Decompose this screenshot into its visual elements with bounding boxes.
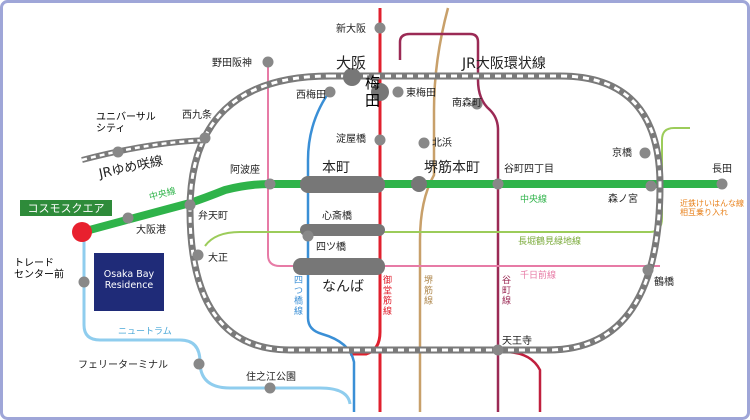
station-marker-umeda bbox=[371, 83, 389, 101]
station-nodahanshin: 野田阪神 bbox=[212, 56, 252, 69]
sennichimae-line bbox=[267, 60, 660, 267]
station-osaka: 大阪 bbox=[336, 54, 366, 72]
station-suminoe: 住之江公園 bbox=[246, 370, 296, 383]
station-marker-taisho bbox=[192, 249, 204, 261]
station-bentencho: 弁天町 bbox=[198, 209, 228, 222]
line-label-midosuji: 御堂筋線 bbox=[383, 274, 392, 317]
station-marker-nagata bbox=[716, 178, 728, 190]
station-marker-tsuruhashi bbox=[642, 264, 654, 276]
station-higashiumeda: 東梅田 bbox=[406, 86, 436, 99]
station-namba: なんば bbox=[322, 279, 364, 295]
line-label-sennichimae: 千日前線 bbox=[520, 269, 556, 281]
yumesaki-line-dash bbox=[81, 138, 209, 162]
osaka-loop-line-dash bbox=[188, 74, 662, 352]
station-marker-minamimorimachi bbox=[471, 98, 483, 110]
line-label-loop: JR大阪環状線 bbox=[461, 56, 546, 72]
station-ferry: フェリーターミナル bbox=[78, 359, 168, 371]
station-marker-yodoyabashi bbox=[374, 134, 386, 146]
station-marker-higashiumeda bbox=[392, 86, 404, 98]
station-shinosaka: 新大阪 bbox=[336, 22, 366, 35]
station-marker-nodahanshin bbox=[262, 56, 274, 68]
station-marker-tanimachi4 bbox=[492, 178, 504, 190]
line-label-keihanna: 近鉄けいはんな線相互乗り入れ bbox=[680, 198, 744, 217]
station-tsuruhashi: 鶴橋 bbox=[654, 275, 674, 288]
station-marker-honmachi bbox=[300, 176, 385, 193]
station-marker-nishikujo bbox=[199, 132, 211, 144]
station-marker-tennoji bbox=[492, 344, 504, 356]
station-awaza: 阿波座 bbox=[230, 163, 260, 176]
tanimachi-line bbox=[398, 32, 500, 412]
station-marker-universal-city bbox=[112, 146, 124, 158]
station-kitahama: 北浜 bbox=[432, 137, 452, 149]
station-marker-shinosaka bbox=[374, 22, 386, 34]
station-yodoyabashi: 淀屋橋 bbox=[336, 132, 366, 145]
station-yotsubashi: 四ツ橋 bbox=[316, 240, 346, 253]
station-nagata: 長田 bbox=[712, 163, 732, 175]
line-label-newtram: ニュートラム bbox=[118, 326, 172, 337]
station-cosmosquare: コスモスクエア bbox=[28, 202, 105, 215]
station-marker-shinsaibashi bbox=[300, 224, 385, 236]
building-box bbox=[94, 253, 164, 311]
station-marker-suminoe bbox=[264, 382, 276, 394]
station-marker-trade-center bbox=[78, 276, 90, 288]
station-marker-osakako bbox=[122, 212, 134, 224]
station-taisho: 大正 bbox=[208, 251, 228, 264]
station-umeda: 梅田 bbox=[365, 74, 380, 109]
station-kyobashi: 京橋 bbox=[612, 146, 632, 159]
station-universal-city: ユニバーサルシティ bbox=[96, 111, 156, 135]
station-marker-cosmosquare bbox=[72, 222, 92, 242]
station-nishiumeda: 西梅田 bbox=[296, 88, 326, 101]
station-sakaisuji-honmachi: 堺筋本町 bbox=[424, 159, 480, 176]
station-marker-kyobashi bbox=[639, 147, 651, 159]
station-nishikujo: 西九条 bbox=[182, 108, 212, 121]
station-marker-sakaisuji-honmachi bbox=[411, 176, 427, 192]
station-morinomiya: 森ノ宮 bbox=[608, 192, 638, 205]
line-label-nagahori: 長堀鶴見緑地線 bbox=[518, 235, 581, 247]
station-markers bbox=[72, 22, 728, 394]
sakaisuji-line bbox=[418, 7, 450, 412]
station-minamimorimachi: 南森町 bbox=[452, 96, 482, 109]
station-marker-yotsubashi bbox=[302, 230, 314, 242]
chuo-line bbox=[80, 180, 722, 236]
station-marker-bentencho bbox=[184, 199, 196, 211]
station-marker-osaka bbox=[343, 68, 361, 86]
line-label-sakaisuji: 堺筋線 bbox=[424, 274, 433, 307]
cosmosquare-label-bg bbox=[20, 200, 112, 216]
station-trade-center: トレードセンター前 bbox=[14, 258, 64, 281]
line-label-chuo-east: 中央線 bbox=[520, 193, 547, 205]
line-label-tanimachi: 谷町線 bbox=[502, 275, 511, 307]
station-shinsaibashi: 心斎橋 bbox=[322, 209, 352, 222]
line-label-yotsubashi: 四つ橋線 bbox=[294, 276, 303, 317]
station-marker-awaza bbox=[264, 178, 276, 190]
station-tennoji: 天王寺 bbox=[502, 335, 532, 347]
station-marker-kitahama bbox=[418, 137, 430, 149]
station-tanimachi4: 谷町四丁目 bbox=[504, 163, 554, 175]
station-marker-ferry bbox=[193, 358, 205, 370]
station-marker-namba bbox=[293, 258, 385, 275]
station-honmachi: 本町 bbox=[322, 160, 350, 176]
station-marker-nishiumeda bbox=[324, 86, 336, 98]
station-marker-morinomiya bbox=[645, 180, 657, 192]
station-osakako: 大阪港 bbox=[136, 223, 166, 236]
